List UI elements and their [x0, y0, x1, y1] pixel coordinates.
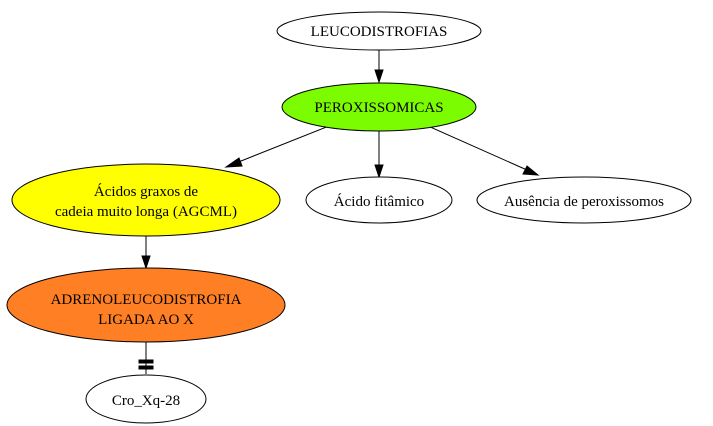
- arrowhead-agcml: [224, 157, 243, 168]
- edges: [138, 50, 540, 374]
- node-agcml-shape: [11, 163, 281, 237]
- node-acido-fitamico[interactable]: Ácido fitâmico: [305, 176, 453, 224]
- node-peroxissomicas[interactable]: PEROXISSOMICAS: [281, 82, 477, 132]
- arrowhead-acido-fitamico: [374, 164, 384, 179]
- node-adrenoleucodistrofia[interactable]: ADRENOLEUCODISTROFIA LIGADA AO X: [6, 267, 286, 343]
- node-acido-fitamico-shape: [305, 176, 453, 224]
- tee-marker-top: [138, 359, 154, 364]
- node-ausencia[interactable]: Ausência de peroxissomos: [476, 176, 692, 224]
- node-ausencia-label: Ausência de peroxissomos: [504, 194, 664, 210]
- node-cro[interactable]: Cro_Xq-28: [85, 374, 207, 424]
- node-peroxissomicas-label: PEROXISSOMICAS: [314, 100, 443, 116]
- node-leucodistrofias-shape: [276, 11, 482, 51]
- node-agcml[interactable]: Ácidos graxos de cadeia muito longa (AGC…: [11, 163, 281, 237]
- node-leucodistrofias[interactable]: LEUCODISTROFIAS: [276, 11, 482, 51]
- node-agcml-label-line1: Ácidos graxos de: [94, 183, 198, 200]
- arrowhead-peroxissomicas: [374, 69, 384, 84]
- node-acido-fitamico-label: Ácido fitâmico: [334, 193, 424, 210]
- edge-peroxissomicas-ausencia: [427, 125, 528, 171]
- node-leucodistrofias-label: LEUCODISTROFIAS: [311, 24, 448, 40]
- tee-marker-bottom: [138, 365, 154, 370]
- arrowhead-ausencia: [522, 165, 540, 176]
- node-ausencia-shape: [476, 176, 692, 224]
- node-agcml-label-line2: cadeia muito longa (AGCML): [55, 204, 237, 220]
- node-peroxissomicas-shape: [281, 82, 477, 132]
- node-adrenoleucodistrofia-label-line1: ADRENOLEUCODISTROFIA: [51, 292, 242, 308]
- node-adrenoleucodistrofia-shape: [6, 267, 286, 343]
- node-cro-label: Cro_Xq-28: [112, 393, 180, 409]
- node-adrenoleucodistrofia-label-line2: LIGADA AO X: [98, 312, 194, 328]
- edge-peroxissomicas-agcml: [235, 125, 330, 164]
- node-cro-shape: [85, 374, 207, 424]
- arrowhead-adrenoleucodistrofia: [141, 255, 151, 270]
